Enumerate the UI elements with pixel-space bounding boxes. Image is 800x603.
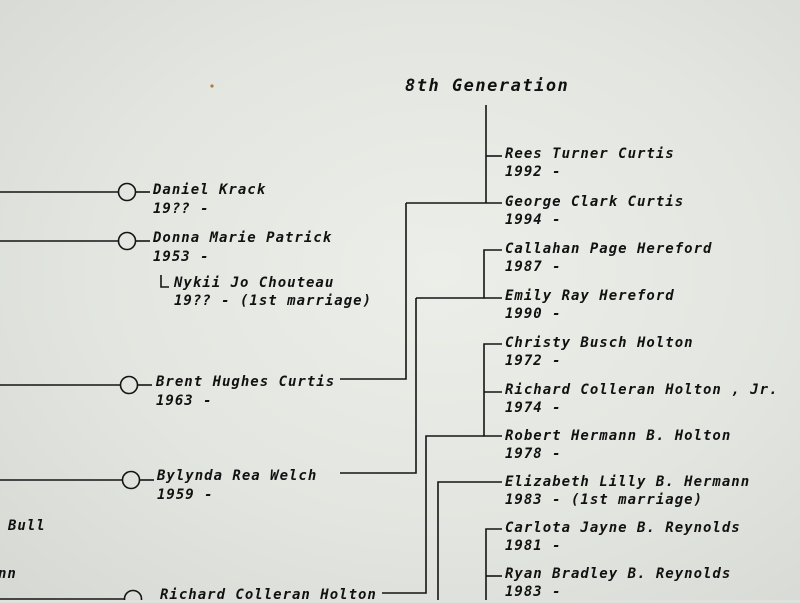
person-dates: 1983 - (1st marriage) (505, 492, 704, 508)
node-donna (117, 231, 137, 251)
person-name: Daniel Krack (153, 182, 267, 198)
person-name: Donna Marie Patrick (153, 230, 333, 246)
node-bylynda (121, 470, 141, 490)
person-name: George Clark Curtis (505, 194, 685, 210)
person-name: Nykii Jo Chouteau (174, 275, 335, 291)
person-name: Ryan Bradley B. Reynolds (505, 566, 732, 582)
person-dates: 1983 - (505, 584, 562, 600)
line-hermann-bracket (437, 481, 502, 600)
person-dates: 1978 - (505, 446, 562, 462)
person-name: Christy Busch Holton (505, 335, 694, 351)
person-dates: 19?? - (153, 201, 210, 217)
edge-fragment-bull: Bull (8, 518, 46, 534)
person-dates: 1959 - (157, 487, 214, 503)
person-name: Rees Turner Curtis (505, 146, 675, 162)
line-holton-bracket (483, 343, 502, 437)
person-dates: 1994 - (505, 212, 562, 228)
person-dates: 1987 - (505, 259, 562, 275)
person-dates: 1974 - (505, 400, 562, 416)
person-dates: 19?? - (1st marriage) (174, 293, 373, 309)
person-dates: 1992 - (505, 164, 562, 180)
person-name: Callahan Page Hereford (505, 241, 713, 257)
node-brent (119, 375, 139, 395)
node-daniel (117, 182, 137, 202)
person-dates: 1953 - (153, 249, 210, 265)
line-hereford-bracket (483, 249, 502, 299)
line-richard-children (382, 435, 484, 594)
line-reynolds-bracket (485, 528, 502, 600)
person-dates: 1963 - (156, 393, 213, 409)
person-name: Elizabeth Lilly B. Hermann (505, 474, 751, 490)
generation-heading: 8th Generation (405, 76, 570, 96)
person-name: Richard Colleran Holton , Jr. (505, 382, 779, 398)
bracket-nykii (160, 275, 169, 288)
person-name: Bylynda Rea Welch (157, 468, 318, 484)
line-brent-children (340, 203, 407, 380)
node-richard (123, 589, 143, 600)
person-dates: 1990 - (505, 306, 562, 322)
person-name: Carlota Jayne B. Reynolds (505, 520, 741, 536)
person-name: Brent Hughes Curtis (156, 374, 336, 390)
person-name: Robert Hermann B. Holton (505, 428, 732, 444)
person-name: Emily Ray Hereford (505, 288, 675, 304)
person-name: Richard Colleran Holton (160, 587, 377, 603)
edge-fragment-nn: nn (0, 566, 17, 582)
stray-mark (210, 84, 214, 88)
person-dates: 1981 - (505, 538, 562, 554)
person-dates: 1972 - (505, 353, 562, 369)
